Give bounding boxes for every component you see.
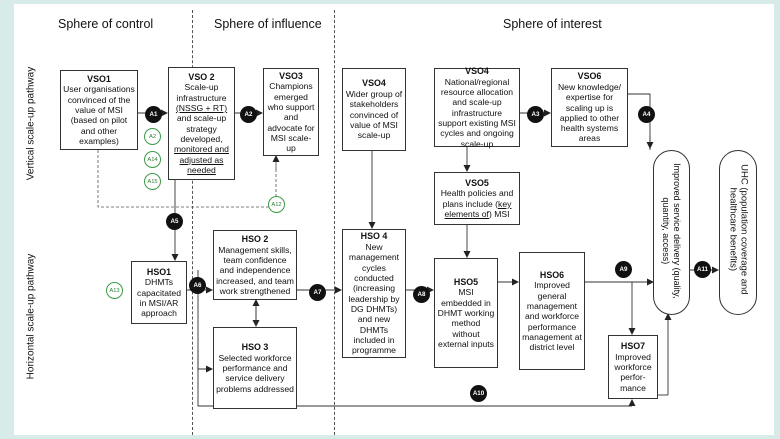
vso5-line2: ) MSI bbox=[488, 209, 510, 219]
vso3-title: VSO3 bbox=[279, 70, 303, 81]
hso6-box: HSO6 Improved general management and wor… bbox=[519, 252, 585, 370]
vso5-key: key elements of bbox=[444, 198, 512, 219]
improved-service-text: Improved service delivery (quality, quan… bbox=[661, 163, 682, 299]
hso3-text: Selected workforce performance and servi… bbox=[216, 352, 294, 394]
assumption-a11: A11 bbox=[694, 261, 711, 278]
vso4b-title: VSO4 bbox=[465, 66, 489, 77]
hso1-title: HSO1 bbox=[146, 266, 172, 277]
vso2-line4: monitored and adjusted as needed bbox=[174, 144, 229, 175]
vso3-box: VSO3 Champions emerged who support and a… bbox=[263, 68, 319, 156]
assumption-a1: A1 bbox=[145, 106, 162, 123]
assumption-a15: A15 bbox=[144, 173, 161, 190]
vso4a-box: VSO4 Wider group of stakeholders convinc… bbox=[342, 68, 406, 151]
hso7-title: HSO7 bbox=[620, 341, 646, 352]
vso6-title: VSO6 bbox=[577, 71, 602, 82]
vso6-box: VSO6 New knowledge/ expertise for scalin… bbox=[551, 68, 628, 147]
assumption-a13: A13 bbox=[106, 282, 123, 299]
hso6-text: Improved general management and workforc… bbox=[522, 280, 582, 353]
hso6-title: HSO6 bbox=[539, 269, 565, 280]
hso1-box: HSO1 DHMTs capacitated in MSI/AR approac… bbox=[131, 261, 187, 324]
vso2-title: VSO 2 bbox=[188, 71, 215, 82]
vso6-text: New knowledge/ expertise for scaling up … bbox=[557, 81, 622, 144]
vso5-line1: Health policies and plans include ( bbox=[440, 188, 514, 209]
vso2-box: VSO 2 Scale-up infrastructure (NSSG + RT… bbox=[168, 67, 235, 180]
assumption-a3: A3 bbox=[527, 106, 544, 123]
hso2-title: HSO 2 bbox=[241, 233, 269, 244]
vso4a-text: Wider group of stakeholders convinced of… bbox=[345, 89, 403, 141]
vso1-title: VSO1 bbox=[87, 73, 111, 84]
hso5-box: HSO5 MSI embedded in DHMT working method… bbox=[434, 258, 498, 368]
hso1-text: DHMTs capacitated in MSI/AR approach bbox=[137, 277, 181, 319]
sphere-influence-heading: Sphere of influence bbox=[214, 17, 322, 31]
vso2-line2: (NSSG + RT) bbox=[175, 103, 228, 114]
hso7-text: Improved workforce perfor- mance bbox=[614, 351, 652, 393]
hso7-box: HSO7 Improved workforce perfor- mance bbox=[608, 335, 658, 399]
assumption-a5: A5 bbox=[166, 213, 183, 230]
hso4-title: HSO 4 bbox=[360, 231, 388, 242]
hso5-title: HSO5 bbox=[453, 276, 479, 287]
vso3-text: Champions emerged who support and advoca… bbox=[267, 81, 315, 154]
vso2-line1: Scale-up infrastructure bbox=[176, 82, 227, 103]
assumption-a7: A7 bbox=[309, 284, 326, 301]
vso5-text: Health policies and plans include (key e… bbox=[437, 188, 517, 219]
assumption-a8: A8 bbox=[413, 286, 430, 303]
hso2-box: HSO 2 Management skills, team confidence… bbox=[213, 230, 297, 300]
hso2-text: Management skills, team confidence and i… bbox=[216, 244, 294, 296]
hso3-box: HSO 3 Selected workforce performance and… bbox=[213, 327, 297, 409]
assumption-a14: A14 bbox=[144, 151, 161, 168]
uhc-text: UHC (population coverage and healthcare … bbox=[727, 164, 750, 295]
sphere-divider-influence bbox=[334, 10, 335, 435]
vso1-box: VSO1 User organisations convinced of the… bbox=[60, 70, 138, 150]
vso1-text: User organisations convinced of the valu… bbox=[63, 84, 135, 146]
vso2-line3: and scale-up strategy developed, bbox=[176, 113, 227, 144]
vso5-box: VSO5 Health policies and plans include (… bbox=[434, 172, 520, 225]
hso4-text: New management cycles conducted (increas… bbox=[348, 242, 400, 356]
assumption-a6: A6 bbox=[189, 277, 206, 294]
hso4-box: HSO 4 New management cycles conducted (i… bbox=[342, 229, 406, 358]
vso5-title: VSO5 bbox=[465, 177, 489, 188]
vso4b-box: VSO4 National/regional resource allocati… bbox=[434, 66, 520, 149]
vso4b-text: National/regional resource allocation an… bbox=[438, 76, 516, 149]
sphere-control-heading: Sphere of control bbox=[58, 17, 154, 31]
assumption-a12: A12 bbox=[268, 196, 285, 213]
assumption-a2-outline: A2 bbox=[144, 128, 161, 145]
assumption-a2: A2 bbox=[240, 106, 257, 123]
hso5-text: MSI embedded in DHMT working method with… bbox=[437, 287, 495, 349]
sphere-interest-heading: Sphere of interest bbox=[503, 17, 602, 31]
improved-service-pill bbox=[653, 150, 690, 315]
uhc-pill bbox=[719, 150, 757, 315]
sphere-divider-control bbox=[192, 10, 193, 435]
assumption-a4: A4 bbox=[638, 106, 655, 123]
vso4a-title: VSO4 bbox=[362, 78, 386, 89]
assumption-a10: A10 bbox=[470, 385, 487, 402]
hso3-title: HSO 3 bbox=[241, 342, 269, 353]
assumption-a9: A9 bbox=[615, 261, 632, 278]
